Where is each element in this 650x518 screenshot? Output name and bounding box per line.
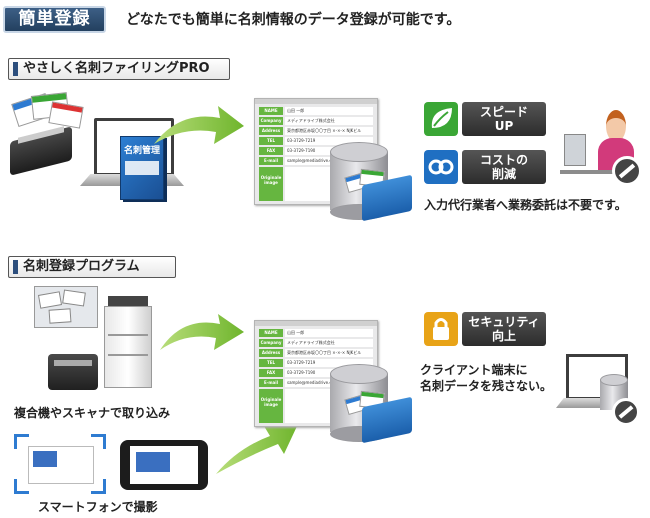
feature-security-up: セキュリティ 向上 — [424, 312, 546, 346]
arrow-right-icon — [156, 312, 246, 356]
leaf-icon — [424, 102, 458, 136]
database-top — [330, 364, 388, 384]
scanner-glass-cards — [34, 286, 98, 328]
outsourcing-person-illustration — [560, 104, 644, 192]
section2-title: 名刺登録プログラム — [8, 256, 176, 278]
feature-cost-reduction: コストの 削減 — [424, 150, 546, 184]
camera-frame-card — [14, 434, 106, 494]
business-card-icon — [62, 289, 86, 307]
image-label: Originale image — [259, 389, 283, 423]
arrow-right-icon — [150, 104, 246, 152]
business-card-icon — [37, 291, 63, 309]
section2-note-line1: クライアント端末に — [420, 363, 528, 377]
feature-label: スピード UP — [462, 102, 546, 136]
section1-note: 入力代行業者へ業務委託は不要です。 — [424, 198, 627, 212]
scan-caption: 複合機やスキャナで取り込み — [14, 406, 171, 420]
window-titlebar — [255, 321, 377, 326]
window-titlebar — [255, 99, 377, 104]
section2-note-line2: 名刺データを残さない。 — [420, 379, 553, 393]
monitor-icon — [564, 134, 586, 166]
product-box-title: 名刺管理 — [123, 146, 160, 156]
arrow-right-icon — [212, 418, 302, 480]
feature-label: セキュリティ 向上 — [462, 312, 546, 346]
section1-title-text: やさしく名刺ファイリングPRO — [23, 61, 210, 76]
business-card-icon — [28, 446, 94, 484]
smartphone-icon — [120, 440, 208, 490]
database-top — [330, 142, 388, 162]
phone-caption: スマートフォンで撮影 — [38, 500, 158, 514]
cards-scanner-illustration — [6, 92, 84, 180]
section2-title-text: 名刺登録プログラム — [23, 259, 140, 274]
copier-icon — [104, 294, 152, 390]
person-head — [606, 110, 626, 142]
document-scanner-icon — [48, 354, 98, 390]
header-description: どなたでも簡単に名刺情報のデータ登録が可能です。 — [126, 12, 461, 28]
section1-title: やさしく名刺ファイリングPRO — [8, 58, 230, 80]
feature-speed-up: スピード UP — [424, 102, 546, 136]
client-laptop-illustration — [556, 352, 646, 432]
image-label: Originale image — [259, 167, 283, 201]
desk-icon — [560, 170, 640, 174]
laptop-base — [556, 398, 634, 408]
no-entry-icon — [612, 398, 640, 426]
no-entry-icon — [612, 156, 642, 186]
product-box: 名刺管理 — [120, 136, 164, 200]
feature-label: コストの 削減 — [462, 150, 546, 184]
header-badge: 簡単登録 — [3, 6, 106, 33]
lock-icon — [424, 312, 458, 346]
product-box-card-graphic — [125, 161, 159, 175]
section2-note: クライアント端末に 名刺データを残さない。 — [420, 362, 552, 394]
recycle-icon — [424, 150, 458, 184]
business-card-icon — [48, 308, 72, 324]
